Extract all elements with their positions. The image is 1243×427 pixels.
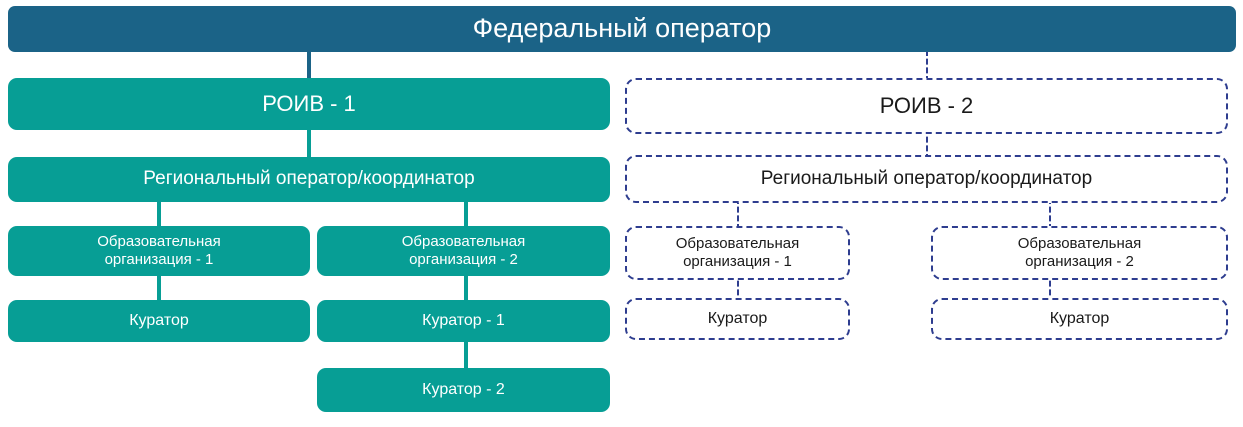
connector-org1-to-curator-dashed [737,272,739,304]
node-curator-org1-branch-1[interactable]: Куратор [8,300,310,342]
node-roiv-1[interactable]: РОИВ - 1 [8,78,610,130]
node-org-2-branch-1[interactable]: Образовательная организация - 2 [317,226,610,276]
node-curator-1-org2-branch-1-label: Куратор - 1 [422,311,505,329]
connector-org2-to-curator-dashed [1049,272,1051,304]
node-curator-2-org2-branch-1-label: Куратор - 2 [422,380,505,398]
node-curator-org1-branch-2-label: Куратор [707,309,768,327]
node-curator-2-org2-branch-1[interactable]: Куратор - 2 [317,368,610,412]
node-org-2-branch-2[interactable]: Образовательная организация - 2 [931,226,1228,280]
node-org-1-branch-2-label: Образовательная организация - 1 [675,235,800,270]
node-org-2-branch-2-label: Образовательная организация - 2 [1017,235,1142,270]
node-org-1-branch-1-label: Образовательная организация - 1 [97,233,221,268]
node-federal-operator[interactable]: Федеральный оператор [8,6,1236,52]
node-curator-1-org2-branch-1[interactable]: Куратор - 1 [317,300,610,342]
node-curator-org1-branch-2[interactable]: Куратор [625,298,850,340]
node-curator-org2-branch-2[interactable]: Куратор [931,298,1228,340]
node-org-1-branch-2[interactable]: Образовательная организация - 1 [625,226,850,280]
connector-coordinator2-to-org2 [1049,198,1051,230]
connector-coordinator2-to-org1 [737,198,739,230]
connector-org2-to-curator1 [464,272,468,304]
node-curator-org2-branch-2-label: Куратор [1049,309,1110,327]
node-roiv-2[interactable]: РОИВ - 2 [625,78,1228,134]
node-regional-coordinator-1-label: Региональный оператор/координатор [143,168,475,190]
node-roiv-1-label: РОИВ - 1 [262,91,356,117]
node-roiv-2-label: РОИВ - 2 [879,93,974,119]
node-regional-coordinator-2-label: Региональный оператор/координатор [760,167,1093,189]
connector-federal-to-roiv2 [926,50,928,82]
connector-org1-to-curator [157,272,161,304]
connector-roiv1-to-coordinator [307,128,311,160]
connector-coordinator1-to-org1 [157,198,161,230]
node-federal-operator-label: Федеральный оператор [472,13,772,44]
connector-coordinator1-to-org2 [464,198,468,230]
node-regional-coordinator-1[interactable]: Региональный оператор/координатор [8,157,610,202]
connector-roiv2-to-coordinator [926,128,928,160]
node-curator-org1-branch-1-label: Куратор [129,311,189,329]
node-org-2-branch-1-label: Образовательная организация - 2 [401,233,526,268]
connector-federal-to-roiv1 [307,50,311,82]
node-regional-coordinator-2[interactable]: Региональный оператор/координатор [625,155,1228,203]
connector-curator1-to-curator2 [464,338,468,372]
node-org-1-branch-1[interactable]: Образовательная организация - 1 [8,226,310,276]
